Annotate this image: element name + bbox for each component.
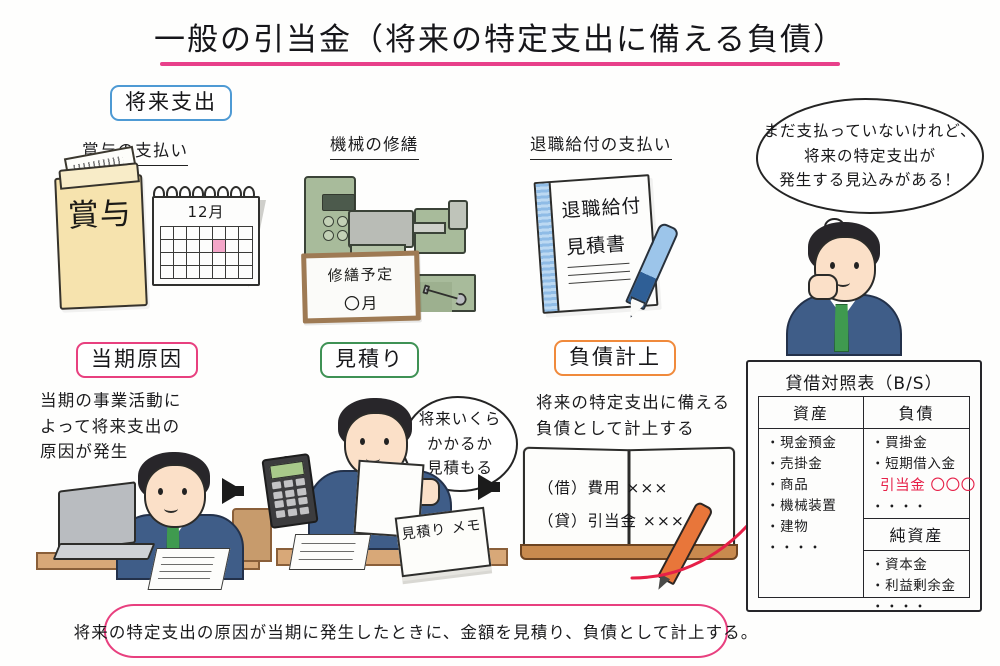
laptop-keyboard [52, 543, 156, 560]
caption-current-period-cause: 当期の事業活動に よって将来支出の 原因が発生 [40, 391, 182, 462]
retirement-doc-line-1: 退職給付 [560, 194, 643, 223]
caption-machine-repair: 機械の修繕 [330, 132, 419, 160]
person1-face [144, 464, 206, 528]
list-item: ・売掛金 [766, 455, 823, 472]
flow-arrow-1 [222, 478, 244, 504]
net-assets-list: ・資本金 ・利益剰余金 ・・・・ [864, 551, 969, 618]
balance-sheet-table: 資産 ・現金預金 ・売掛金 ・商品 ・機械装置 ・建物 ・・・・ 負債 ・買掛金… [758, 396, 976, 615]
list-item: ・・・・ [871, 499, 928, 516]
badge-current-period-cause: 当期原因 [76, 342, 198, 379]
person-thinking [768, 222, 918, 356]
net-assets-header: 純資産 [864, 519, 969, 552]
paper-document-middle [288, 534, 372, 570]
thought-bubble-future-expenditure: まだ支払っていないけれど、 将来の特定支出が 発生する見込みがある！ [756, 98, 984, 214]
retirement-doc-line-2: 見積書 [565, 232, 627, 260]
caption-liability-recognition: 将来の特定支出に備える 負債として計上する [536, 393, 731, 438]
repair-schedule-sign: 修繕予定 〇月 [301, 250, 421, 324]
list-item: ・・・・ [871, 599, 928, 616]
assets-header: 資産 [759, 397, 863, 429]
badge-future-expenditure: 将来支出 [110, 85, 232, 122]
liabilities-list: ・買掛金 ・短期借入金 引当金 〇〇〇 ・・・・ [864, 429, 976, 518]
assets-column: 資産 ・現金預金 ・売掛金 ・商品 ・機械装置 ・建物 ・・・・ [759, 397, 864, 597]
summary-caption-bubble: 将来の特定支出の原因が当期に発生したときに、金額を見積り、負債として計上する。 [74, 604, 757, 658]
list-item: ・建物 [766, 518, 809, 535]
calendar-grid [159, 226, 253, 279]
calendar-month-label: 12月 [187, 203, 225, 221]
provision-highlight-item: 引当金 〇〇〇 [880, 477, 976, 494]
person3-tie [834, 304, 849, 352]
liabilities-and-equity-column: 負債 ・買掛金 ・短期借入金 引当金 〇〇〇 ・・・・ 純資産 ・資本金 ・利益… [864, 397, 976, 615]
list-item: ・利益剰余金 [871, 578, 956, 595]
document-spine [535, 183, 560, 312]
list-item: ・資本金 [871, 557, 928, 574]
list-item: ・現金預金 [766, 435, 837, 451]
sign-line-2: 〇月 [343, 293, 380, 314]
person3-hand [808, 274, 838, 300]
calculator-keys [271, 477, 310, 518]
balance-sheet-diagram: 貸借対照表（B/S） 資産 ・現金預金 ・売掛金 ・商品 ・機械装置 ・建物 ・… [746, 360, 982, 615]
badge-liability-recognition: 負債計上 [554, 340, 676, 377]
bonus-envelope: 賞与 [54, 145, 148, 310]
caption-retirement-benefit-payment: 退職給付の支払い [530, 132, 672, 160]
list-item: ・商品 [766, 476, 809, 493]
balance-sheet-title: 貸借対照表（B/S） [785, 374, 943, 394]
calculator [261, 453, 319, 529]
assets-list: ・現金預金 ・売掛金 ・商品 ・機械装置 ・建物 ・・・・ [759, 429, 863, 559]
wrench-icon [422, 284, 467, 306]
page-title-text: 一般の引当金（将来の特定支出に備える負債） [153, 22, 847, 58]
title-underline [160, 62, 840, 66]
calendar-highlight-cell [213, 240, 227, 253]
liabilities-header: 負債 [864, 397, 969, 429]
list-item: ・短期借入金 [871, 455, 956, 472]
summary-caption-text: 将来の特定支出の原因が当期に発生したときに、金額を見積り、負債として計上する。 [73, 623, 759, 642]
net-assets-block: 純資産 ・資本金 ・利益剰余金 ・・・・ [864, 519, 969, 618]
envelope-label: 賞与 [67, 195, 133, 235]
memo-label: 見積り メモ [400, 517, 483, 543]
estimate-memo-pad: 見積り メモ [394, 506, 492, 578]
journal-entry-text: （借）費用 ××× （貸）引当金 ××× [538, 479, 685, 530]
paper-document-left [147, 548, 231, 590]
list-item: ・買掛金 [871, 435, 928, 451]
thought-bubble-text: まだ支払っていないけれど、 将来の特定支出が 発生する見込みがある！ [763, 121, 977, 190]
badge-estimate: 見積り [320, 342, 419, 379]
calculator-display [269, 460, 305, 480]
list-item: ・機械装置 [766, 497, 837, 514]
liabilities-block: 負債 ・買掛金 ・短期借入金 引当金 〇〇〇 ・・・・ [864, 397, 976, 520]
flow-arrow-2 [478, 474, 500, 500]
sign-line-1: 修繕予定 [327, 265, 394, 285]
calendar-desk: 12月 [152, 196, 260, 286]
thought-bubble-estimate-text: 将来いくら かかるか 見積もる [418, 409, 502, 478]
page-title: 一般の引当金（将来の特定支出に備える負債） [0, 14, 1000, 62]
list-item: ・・・・ [766, 539, 823, 556]
